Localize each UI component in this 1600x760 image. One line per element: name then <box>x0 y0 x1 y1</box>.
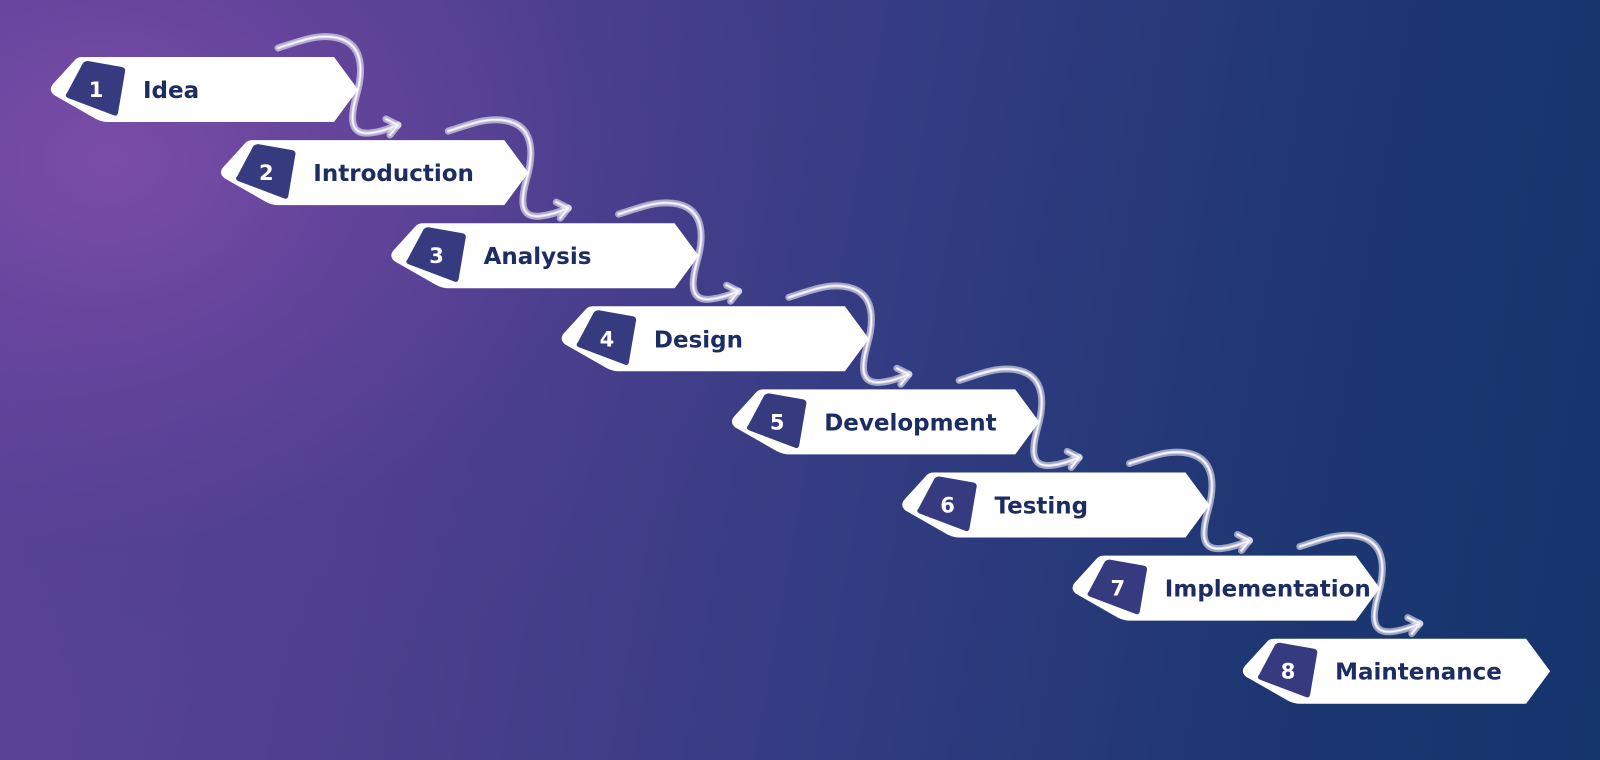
step-card-shape <box>391 223 699 289</box>
step-number-badge <box>746 393 807 449</box>
step-card-3: 3 Analysis <box>391 223 699 289</box>
step-label: Introduction <box>313 161 474 187</box>
curved-arrow-icon <box>1296 531 1424 638</box>
step-label: Maintenance <box>1335 660 1502 686</box>
step-card-2: 2 Introduction <box>221 140 529 206</box>
step-number: 2 <box>259 161 274 185</box>
step-number: 8 <box>1281 660 1296 684</box>
step-card-shape <box>561 306 869 372</box>
step-number-badge <box>65 61 126 116</box>
step-number: 7 <box>1110 577 1125 601</box>
curved-arrow-icon <box>785 282 913 388</box>
step-number-badge <box>1087 559 1147 615</box>
step-number-badge <box>576 310 637 365</box>
step-card-1: 1 Idea <box>50 57 359 122</box>
step-card-6: 6 Testing <box>902 472 1210 538</box>
step-number: 4 <box>600 327 615 351</box>
step-label: Design <box>654 327 743 353</box>
step-number-badge <box>236 144 296 199</box>
step-number: 5 <box>770 410 785 434</box>
step-card-shape <box>50 57 359 122</box>
connectors-layer <box>274 33 1424 638</box>
step-card-5: 5 Development <box>731 389 1040 455</box>
curved-arrow-icon <box>1126 448 1253 554</box>
steps-layer: 1 Idea 2 Introduction 3 Analysis 4 Design 5 Devel… <box>50 57 1551 704</box>
curved-arrow-icon <box>444 116 572 222</box>
curved-arrow-icon <box>274 33 402 139</box>
step-label: Analysis <box>484 244 592 270</box>
step-number: 3 <box>429 244 444 268</box>
step-card-7: 7 Implementation <box>1072 555 1380 621</box>
curved-arrow-icon <box>615 199 743 305</box>
step-label: Implementation <box>1165 577 1371 603</box>
step-label: Testing <box>995 494 1089 520</box>
step-card-shape <box>221 140 529 206</box>
step-card-shape <box>731 389 1040 455</box>
step-card-shape <box>1072 555 1380 621</box>
step-card-4: 4 Design <box>561 306 869 372</box>
step-card-shape <box>1242 638 1551 704</box>
curved-arrow-icon <box>955 365 1083 471</box>
step-number-badge <box>1257 642 1318 698</box>
step-card-shape <box>902 472 1210 538</box>
step-number-badge <box>406 227 466 282</box>
step-card-8: 8 Maintenance <box>1242 638 1551 704</box>
step-number: 1 <box>89 78 104 102</box>
step-number-badge <box>917 476 977 532</box>
step-number: 6 <box>940 494 955 518</box>
step-label: Development <box>824 410 996 436</box>
step-label: Idea <box>143 78 199 104</box>
